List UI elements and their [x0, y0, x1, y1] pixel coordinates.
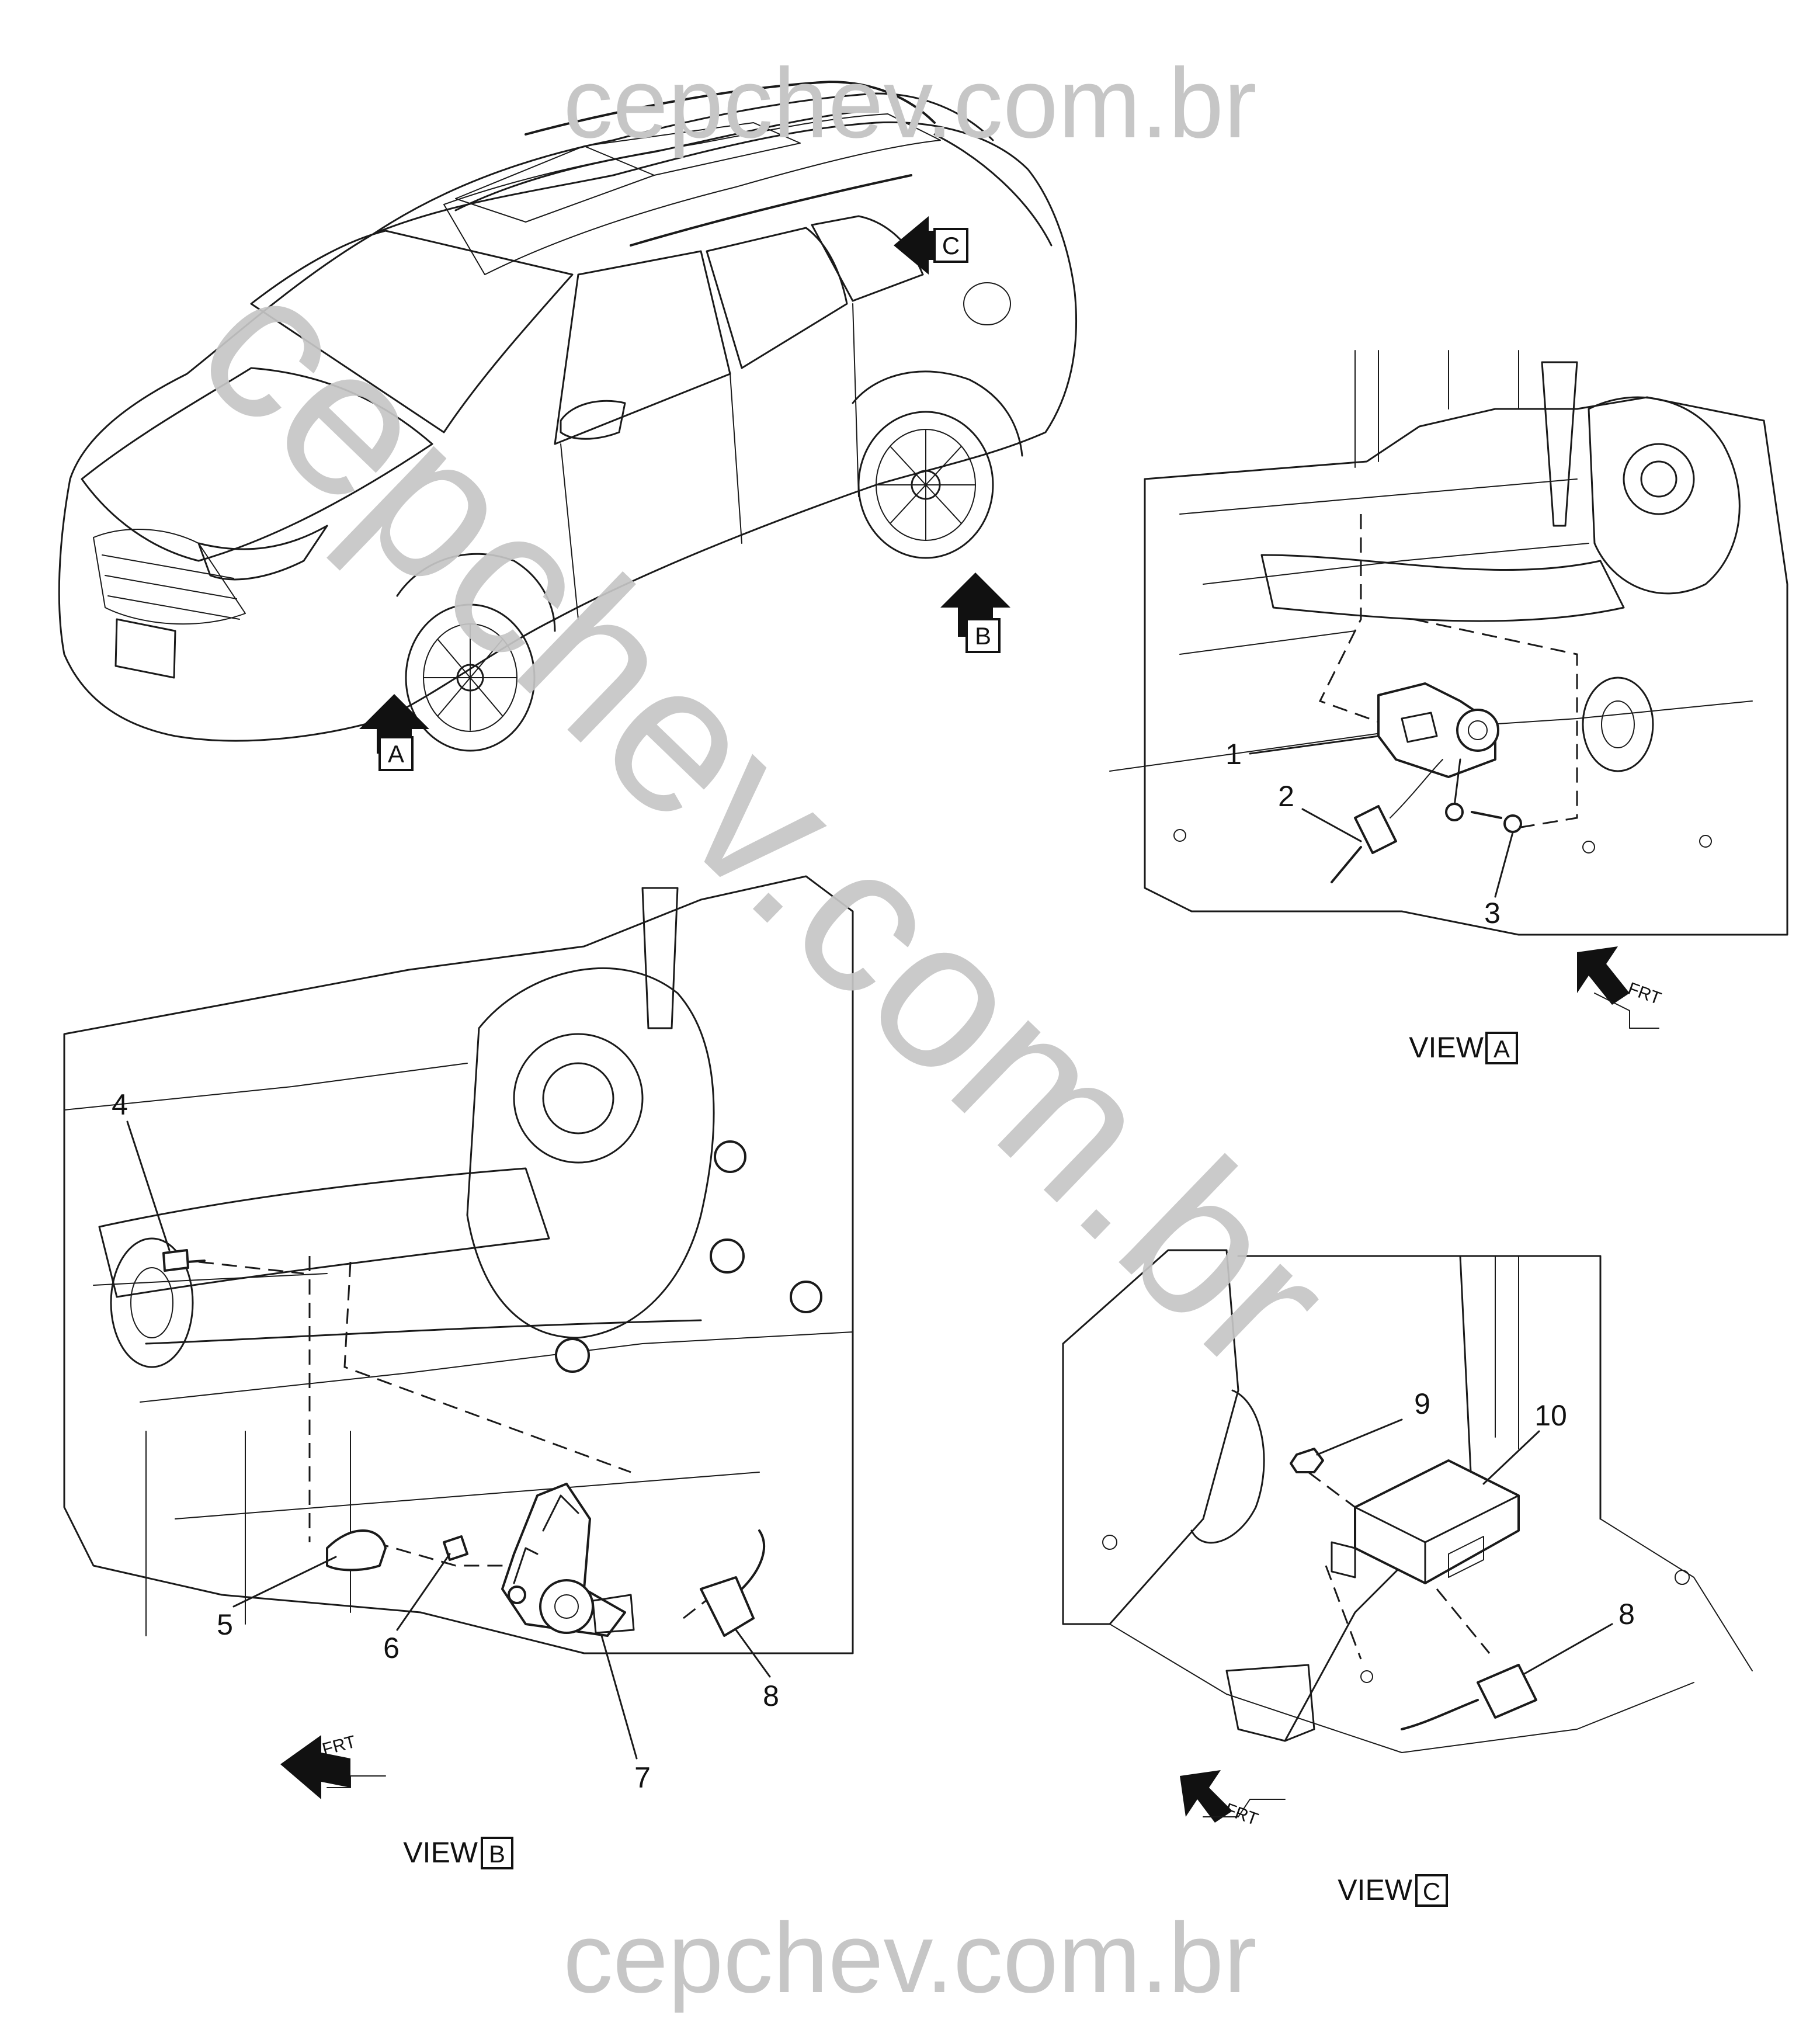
view-a-callout-1: 1 — [1225, 738, 1242, 771]
arrow-a: A — [359, 694, 429, 771]
view-b-label: VIEW B — [403, 1836, 513, 1869]
view-c-letter: C — [1423, 1878, 1440, 1905]
view-b-frt-indicator: FRT — [280, 1732, 386, 1799]
view-b-callout-7: 7 — [634, 1761, 651, 1794]
view-c-callout-8: 8 — [1618, 1598, 1635, 1630]
view-c-word: VIEW — [1338, 1874, 1413, 1906]
view-b-illustration — [63, 875, 854, 1654]
watermark-top: cepchev.com.br — [563, 48, 1256, 159]
view-b-callout-8: 8 — [763, 1680, 779, 1712]
view-b-word: VIEW — [403, 1836, 478, 1869]
arrow-b-label: B — [975, 622, 991, 650]
view-c-label: VIEW C — [1338, 1874, 1448, 1907]
view-c-frt-label: FRT — [1222, 1800, 1261, 1830]
view-b-frt-label: FRT — [320, 1732, 357, 1760]
arrow-a-label: A — [388, 740, 404, 768]
watermark-bottom: cepchev.com.br — [563, 1903, 1256, 2014]
view-c-callout-9: 9 — [1414, 1387, 1430, 1420]
watermark-diagonal: cepchev.com.br — [155, 225, 1375, 1415]
view-a-letter: A — [1493, 1035, 1510, 1063]
view-c-illustration — [1062, 1249, 1753, 1753]
view-b-letter: B — [489, 1840, 505, 1868]
view-a-word: VIEW — [1409, 1031, 1484, 1064]
view-a-label: VIEW A — [1409, 1031, 1518, 1064]
view-a-frt-indicator: FRT — [1577, 946, 1664, 1029]
view-a-illustration — [1109, 350, 1788, 936]
view-b-callout-4: 4 — [112, 1088, 128, 1121]
view-c-callout-10: 10 — [1534, 1399, 1567, 1432]
arrow-c: C — [894, 216, 968, 275]
view-a-callout-2: 2 — [1278, 780, 1294, 813]
view-a-frt-label: FRT — [1626, 979, 1664, 1009]
arrow-c-label: C — [942, 232, 960, 259]
view-c-frt-indicator: FRT — [1180, 1770, 1286, 1830]
view-b-callout-5: 5 — [217, 1608, 233, 1641]
arrow-b: B — [940, 573, 1010, 653]
view-b-callout-6: 6 — [383, 1632, 400, 1664]
view-a-callout-3: 3 — [1484, 897, 1501, 929]
vehicle-illustration — [58, 80, 1078, 752]
